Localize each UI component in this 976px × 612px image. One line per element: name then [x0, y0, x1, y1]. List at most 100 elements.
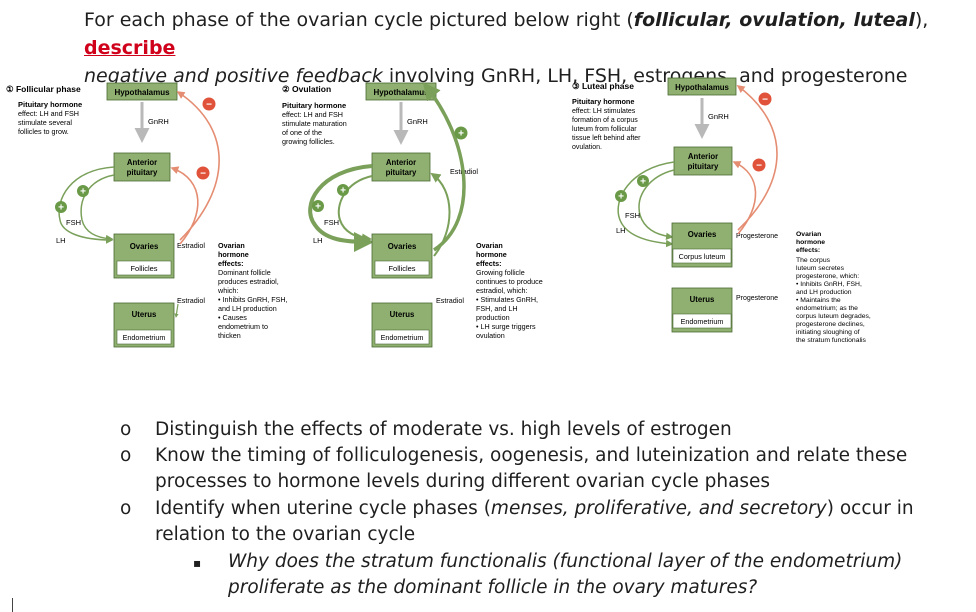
endometrium-box: [374, 329, 430, 345]
fsh-label: FSH: [66, 218, 81, 227]
follicles-label: Follicles: [130, 264, 157, 273]
bullet-text: Identify when uterine cycle phases (mens…: [155, 496, 914, 548]
bullet-marker: o: [120, 445, 132, 466]
sub-bullet-line: Why does the stratum functionalis (funct…: [228, 551, 903, 572]
effects-line: effects:: [218, 259, 244, 268]
effects-line: estradiol, which:: [476, 286, 528, 295]
phase-title: ③ Luteal phase: [572, 81, 634, 91]
bullet-marker: o: [120, 419, 132, 440]
pituitary-effect-4: luteum from follicular: [572, 126, 637, 133]
heading-hormones: involving GnRH, LH, FSH, estrogens, and …: [382, 65, 908, 87]
endometrium-label: Endometrium: [381, 333, 424, 342]
bullet-timing: o Know the timing of folliculogenesis, o…: [120, 443, 960, 495]
effects-line: progesterone declines,: [796, 321, 865, 328]
corpus-luteum-label: Corpus luteum: [679, 252, 726, 261]
effects-line: hormone: [218, 250, 249, 259]
effects-line: Dominant follicle: [218, 268, 271, 277]
ovaries-label: Ovaries: [130, 242, 159, 251]
pituitary-effect-2: effect: LH and FSH: [282, 110, 343, 119]
heading-line-2: negative and positive feedback involving…: [84, 62, 964, 90]
effects-line: endometrium to: [218, 322, 268, 331]
plus-sign-label: +: [80, 187, 86, 198]
bullet-text: Know the timing of folliculogenesis, oog…: [155, 443, 907, 495]
effects-line: effects:: [476, 259, 502, 268]
effects-line: hormone: [796, 239, 825, 246]
minus-sign-label: −: [762, 95, 768, 106]
endometrium-label: Endometrium: [681, 317, 724, 326]
fsh-arrow: [337, 175, 373, 244]
lh-label: LH: [616, 226, 626, 235]
effects-line: • Stimulates GnRH,: [476, 295, 538, 304]
endometrium-box: [672, 313, 732, 329]
anterior-pituitary-box: [113, 152, 171, 182]
anterior-pituitary-label: pituitary: [127, 168, 158, 177]
plus-sign-label: +: [640, 177, 646, 188]
plus-sign-label: +: [458, 129, 464, 140]
ovarian-effects-text: Ovarian hormone effects: Growing follicl…: [476, 241, 543, 340]
minus-sign: [752, 158, 766, 172]
effects-line: • Inhibits GnRH, FSH,: [796, 281, 862, 288]
plus-sign: [615, 190, 627, 202]
effects-line: ovulation: [476, 331, 505, 340]
ovaries-label: Ovaries: [688, 230, 717, 239]
hypothalamus-label: Hypothalamus: [675, 83, 729, 92]
pituitary-effect-1: Pituitary hormone: [282, 101, 346, 110]
anterior-pituitary-box: [371, 152, 431, 182]
pituitary-effect-4: of one of the: [282, 128, 322, 137]
gnrh-label: GnRH: [148, 117, 169, 126]
effects-line: • Maintains the: [796, 297, 841, 304]
fsh-arrow: [80, 174, 115, 243]
plus-sign-label: +: [618, 192, 624, 203]
pituitary-effect-3: formation of a corpus: [572, 117, 638, 124]
pituitary-effect-3: stimulate maturation: [282, 119, 347, 128]
bullet-text-pre: Identify when uterine cycle phases (: [155, 498, 491, 519]
pituitary-effect-5: growing follicles.: [282, 137, 335, 146]
effects-line: Ovarian: [218, 241, 245, 250]
uterus-label: Uterus: [690, 295, 715, 304]
effects-line: The corpus: [796, 257, 831, 264]
plus-sign: [637, 175, 649, 187]
gnrh-label: GnRH: [407, 117, 428, 126]
uterus-label: Uterus: [390, 310, 415, 319]
lh-label: LH: [56, 236, 66, 245]
effects-line: corpus luteum degrades,: [796, 313, 871, 320]
hypothalamus-box: [667, 77, 737, 96]
plus-sign-label: +: [58, 203, 64, 214]
minus-sign: [196, 166, 210, 180]
minus-sign: [202, 97, 216, 111]
lh-label: LH: [313, 236, 323, 245]
effects-line: Ovarian: [796, 231, 821, 238]
hypothalamus-label: Hypothalamus: [373, 88, 429, 97]
ovarian-effects-text: Ovarian hormone effects: Dominant follic…: [217, 241, 288, 340]
effects-line: Growing follicle: [476, 268, 525, 277]
fsh-label: FSH: [324, 218, 339, 227]
progesterone-label: Progesterone: [736, 233, 778, 240]
effects-line: • LH surge triggers: [476, 322, 536, 331]
text-cursor: [12, 598, 13, 612]
sub-bullet-question: ▪ Why does the stratum functionalis (fun…: [193, 549, 953, 601]
heading-feedback: negative and positive feedback: [84, 65, 383, 87]
endometrium-box: [116, 329, 172, 345]
plus-sign-label: +: [340, 186, 346, 197]
panel-luteal: ③ Luteal phase Hypothalamus Pituitary ho…: [572, 77, 871, 344]
bullet-text-italic: menses, proliferative, and secretory: [490, 498, 827, 519]
sub-bullet-text: Why does the stratum functionalis (funct…: [228, 549, 902, 601]
effects-line: hormone: [476, 250, 507, 259]
pituitary-effect-5: tissue left behind after: [572, 135, 641, 142]
effects-line: • Causes: [218, 313, 247, 322]
heading-line-1: For each phase of the ovarian cycle pict…: [84, 6, 964, 62]
pituitary-effect-2: effect: LH and FSH: [18, 109, 79, 118]
minus-sign-label: −: [206, 100, 212, 111]
positive-feedback-pituitary: [430, 172, 451, 257]
plus-sign: [55, 201, 67, 213]
plus-sign-label: +: [315, 202, 321, 213]
effects-line: thicken: [218, 331, 241, 340]
bullet-line: Know the timing of folliculogenesis, oog…: [155, 445, 908, 466]
anterior-pituitary-label: pituitary: [386, 168, 417, 177]
anterior-pituitary-label: Anterior: [688, 152, 718, 161]
pituitary-effect-1: Pituitary hormone: [572, 97, 634, 106]
follicles-label: Follicles: [388, 264, 415, 273]
heading-prefix: For each phase of the ovarian cycle pict…: [84, 9, 634, 31]
effects-line: and LH production: [218, 304, 277, 313]
gnrh-label: GnRH: [708, 112, 729, 121]
